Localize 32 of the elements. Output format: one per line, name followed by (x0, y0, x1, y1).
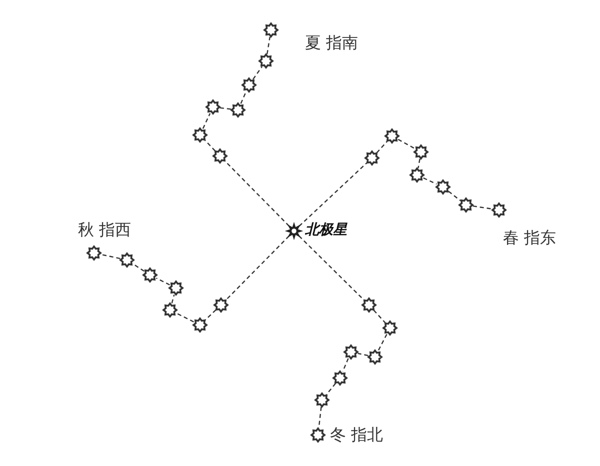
dashed-line (298, 235, 364, 301)
star-name: 北极星 (305, 221, 347, 239)
dashed-line (398, 138, 416, 150)
dashed-line (176, 312, 194, 322)
dashed-line (376, 140, 388, 154)
dashed-line (225, 236, 290, 300)
dashed-line (204, 309, 216, 321)
dashed-line (224, 160, 290, 226)
dashed-line (358, 352, 368, 356)
dashed-line (472, 205, 492, 210)
dashed-line (326, 383, 336, 395)
dashed-line (132, 263, 144, 272)
dashed-line (240, 91, 247, 104)
dashed-line (204, 140, 216, 152)
dashed-line (448, 190, 461, 202)
dashed-line (156, 278, 170, 286)
dashed-line (418, 158, 420, 168)
dashed-line (373, 310, 386, 324)
dashed-line (202, 113, 211, 129)
dashed-line (171, 294, 175, 304)
dashed-line (100, 254, 120, 260)
dashed-line (342, 358, 349, 372)
dashed-line (266, 36, 270, 54)
dashed-line (378, 334, 388, 352)
dashed-line (252, 66, 262, 80)
dashed-line (220, 107, 232, 110)
dashed-line (298, 162, 368, 227)
direction-label: 春 指东 (503, 228, 556, 249)
direction-label: 夏 指南 (305, 33, 358, 54)
direction-label: 秋 指西 (78, 220, 132, 241)
direction-label: 冬 指北 (330, 425, 384, 446)
dashed-line (423, 177, 437, 185)
